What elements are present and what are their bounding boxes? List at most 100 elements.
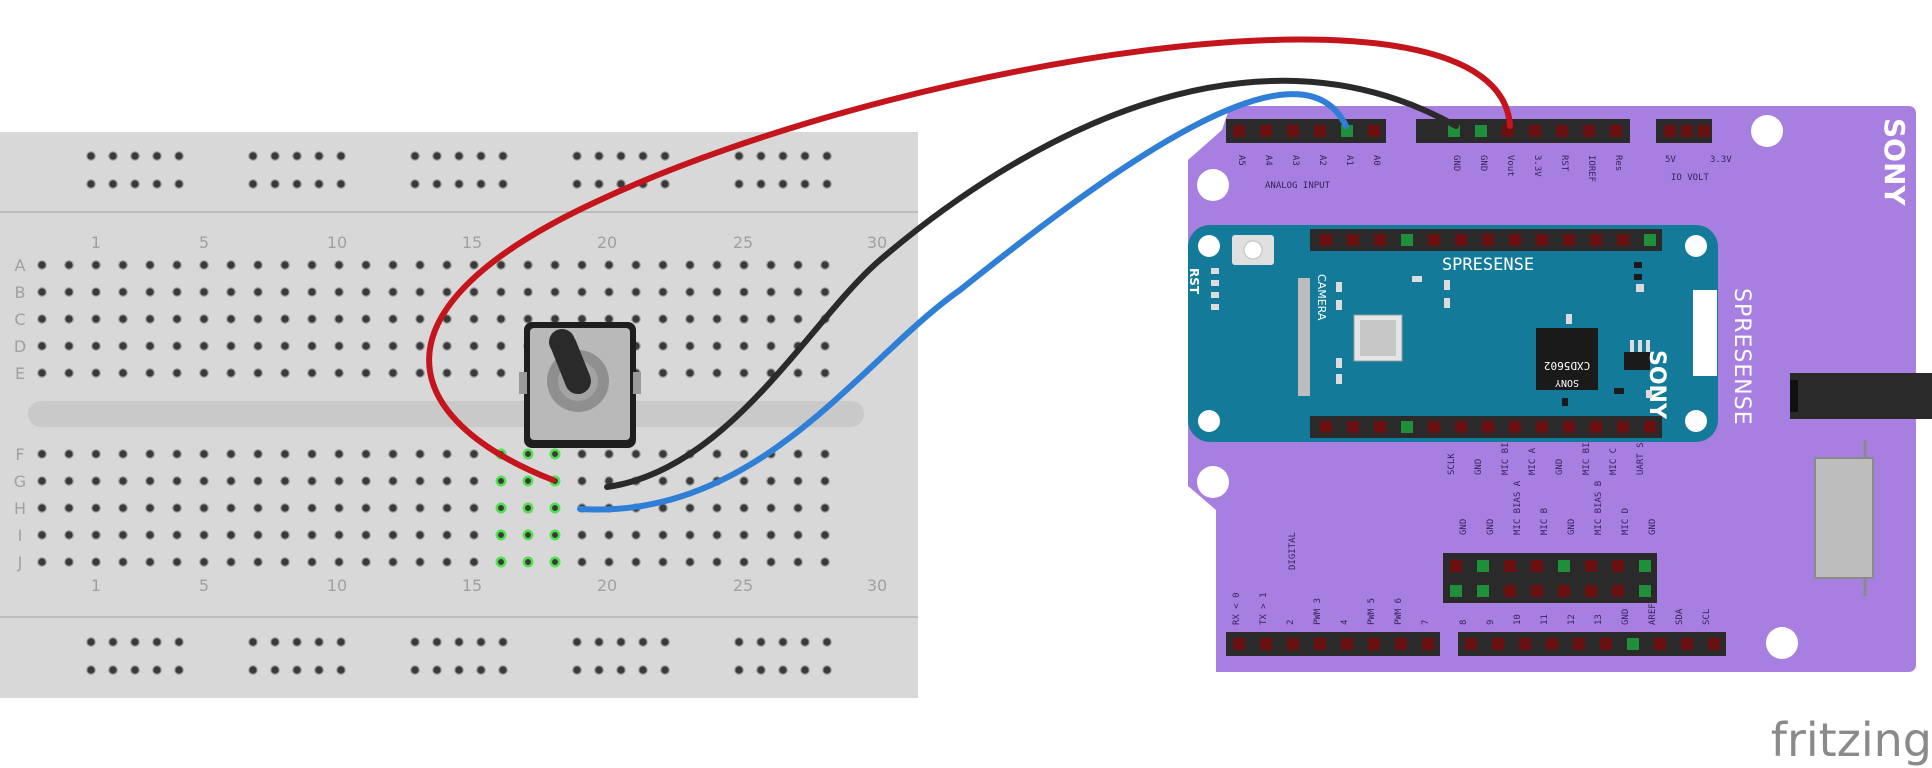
sd-card-slot bbox=[1814, 457, 1874, 579]
hole bbox=[253, 503, 263, 513]
hole bbox=[469, 341, 479, 351]
pin-label: SCL bbox=[1702, 609, 1712, 625]
hole bbox=[766, 476, 776, 486]
hole bbox=[91, 503, 101, 513]
camera-label: CAMERA bbox=[1315, 274, 1328, 321]
header-pin bbox=[1482, 421, 1494, 433]
pot-tab-left bbox=[519, 372, 527, 394]
col-num: 15 bbox=[462, 576, 482, 595]
pin-label: RX < 0 bbox=[1232, 592, 1242, 625]
header-digital-low-pins bbox=[1233, 638, 1434, 650]
hole bbox=[64, 287, 74, 297]
rail-hole bbox=[800, 179, 810, 189]
header-pin bbox=[1529, 125, 1541, 137]
row-letter: G bbox=[14, 472, 26, 491]
rail-hole bbox=[432, 151, 442, 161]
rail-hole bbox=[778, 665, 788, 675]
hole bbox=[739, 314, 749, 324]
rail-hole bbox=[86, 637, 96, 647]
hole bbox=[118, 449, 128, 459]
hole bbox=[253, 287, 263, 297]
pin-label: A4 bbox=[1263, 155, 1273, 166]
header-pin bbox=[1644, 421, 1656, 433]
hole bbox=[550, 260, 560, 270]
pin-label: A0 bbox=[1371, 155, 1381, 166]
rail-hole bbox=[572, 665, 582, 675]
hole bbox=[388, 260, 398, 270]
hole bbox=[145, 341, 155, 351]
rail-hole bbox=[638, 151, 648, 161]
digital-pin-labels: DIGITAL RX < 0 TX > 1 2 PWM 3 4 PWM 5 PW… bbox=[1232, 532, 1712, 625]
hole bbox=[793, 530, 803, 540]
hole bbox=[631, 530, 641, 540]
row-letter: B bbox=[15, 283, 26, 302]
hole bbox=[361, 557, 371, 567]
header-pin bbox=[1639, 560, 1651, 572]
hole bbox=[118, 314, 128, 324]
hole bbox=[37, 287, 47, 297]
wire-black-gnd[interactable] bbox=[604, 77, 1459, 490]
header-pin bbox=[1585, 585, 1597, 597]
hole bbox=[766, 503, 776, 513]
pin-label: GND bbox=[1459, 519, 1469, 535]
header-pin bbox=[1563, 234, 1575, 246]
mount-hole bbox=[1751, 115, 1783, 147]
hole bbox=[415, 503, 425, 513]
rotary-potentiometer[interactable] bbox=[519, 322, 641, 448]
hole bbox=[442, 287, 452, 297]
hole bbox=[172, 368, 182, 378]
hole bbox=[685, 557, 695, 567]
hole bbox=[172, 287, 182, 297]
hole bbox=[199, 260, 209, 270]
hole bbox=[334, 368, 344, 378]
rail-hole bbox=[248, 637, 258, 647]
rail-hole bbox=[130, 151, 140, 161]
pin-label: MIC A bbox=[1528, 447, 1538, 475]
hole bbox=[280, 557, 290, 567]
hole bbox=[388, 341, 398, 351]
hole bbox=[253, 476, 263, 486]
hole bbox=[91, 476, 101, 486]
header-pin bbox=[1455, 234, 1467, 246]
hole bbox=[91, 368, 101, 378]
hole bbox=[604, 314, 614, 324]
hole bbox=[37, 503, 47, 513]
rail-hole bbox=[498, 151, 508, 161]
hole bbox=[199, 368, 209, 378]
pin-label: PWM 3 bbox=[1313, 598, 1323, 625]
pin-label: 2 bbox=[1286, 620, 1296, 625]
row-letters: A B C D E F G H I J bbox=[14, 256, 26, 572]
module-hole bbox=[1198, 410, 1220, 432]
rail-hole bbox=[130, 637, 140, 647]
hole bbox=[793, 476, 803, 486]
row-letter: C bbox=[14, 310, 25, 329]
hole bbox=[145, 557, 155, 567]
hole bbox=[64, 341, 74, 351]
header-pin bbox=[1536, 234, 1548, 246]
rail-hole bbox=[454, 637, 464, 647]
hole bbox=[523, 287, 533, 297]
header-pin bbox=[1320, 421, 1332, 433]
hole bbox=[685, 341, 695, 351]
pin-label: RST bbox=[1559, 155, 1569, 172]
wire-red-vout[interactable] bbox=[426, 36, 1513, 483]
hole bbox=[280, 341, 290, 351]
rail-hole bbox=[292, 637, 302, 647]
hole bbox=[334, 260, 344, 270]
wires bbox=[426, 36, 1513, 513]
rail-hole bbox=[800, 665, 810, 675]
hole bbox=[766, 314, 776, 324]
pin-label: SCLK bbox=[1447, 453, 1457, 475]
hole bbox=[712, 260, 722, 270]
wire-blue-a1[interactable] bbox=[577, 91, 1349, 513]
header-pin bbox=[1428, 421, 1440, 433]
hole bbox=[469, 287, 479, 297]
pin-label: SDA bbox=[1675, 608, 1685, 625]
hole bbox=[766, 557, 776, 567]
rst-button[interactable] bbox=[1243, 240, 1263, 260]
mount-hole bbox=[1766, 627, 1798, 659]
pin-label: 8 bbox=[1459, 620, 1469, 625]
hole bbox=[469, 557, 479, 567]
hole bbox=[820, 503, 830, 513]
